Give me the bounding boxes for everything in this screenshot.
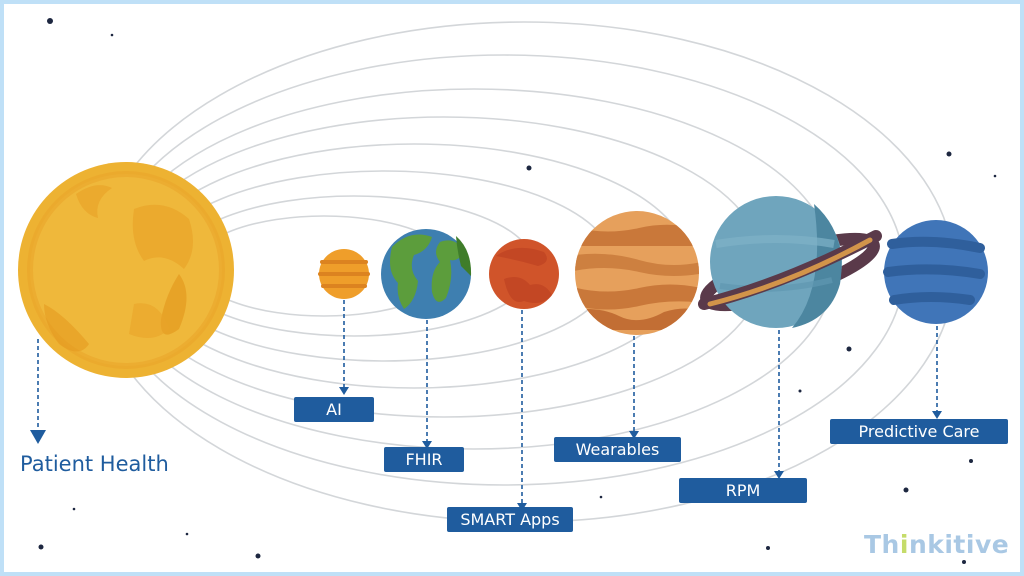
label-smart-apps: SMART Apps	[447, 507, 573, 532]
saturn-icon	[698, 196, 882, 328]
thinkitive-logo: Thinkitive	[864, 530, 1009, 559]
label-rpm: RPM	[679, 478, 807, 503]
connector-arrows	[37, 300, 938, 504]
logo-text-i: i	[899, 530, 909, 559]
logo-text-start: Th	[864, 530, 900, 559]
earth-icon	[381, 229, 472, 319]
solar-system-illustration	[18, 18, 997, 564]
mars-icon	[489, 239, 559, 309]
patient-health-title: Patient Health	[20, 452, 169, 476]
stars	[38, 18, 997, 564]
neptune-icon	[883, 220, 988, 324]
logo-text-end: nkitive	[908, 530, 1010, 559]
mercury-icon	[318, 249, 370, 299]
sun-icon	[18, 162, 234, 378]
label-wearables: Wearables	[554, 437, 681, 462]
label-ai: AI	[294, 397, 374, 422]
label-fhir: FHIR	[384, 447, 464, 472]
jupiter-icon	[575, 211, 699, 335]
label-predictive-care: Predictive Care	[830, 419, 1008, 444]
